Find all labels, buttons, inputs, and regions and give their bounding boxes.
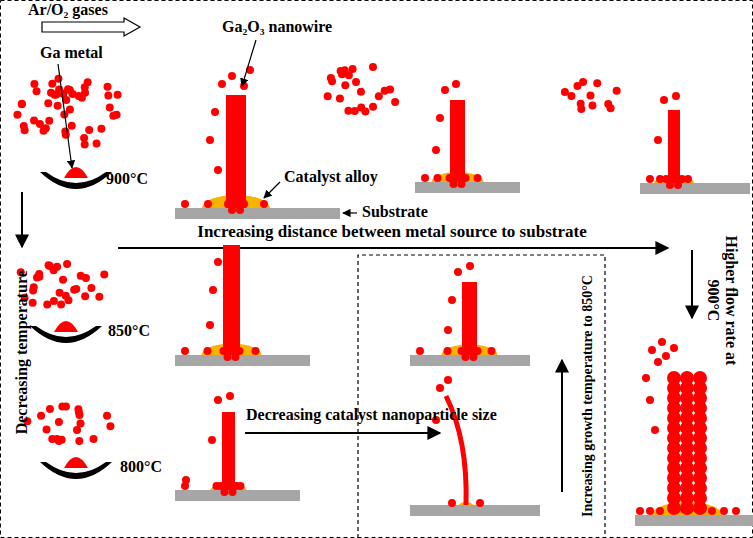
thick-nanowire (635, 371, 753, 526)
figure-label: 900°C (106, 170, 148, 188)
ga-atoms (421, 80, 482, 188)
ga-source-boat (40, 457, 112, 479)
ga-vapour-cloud (17, 260, 109, 309)
nanowire-on-substrate (175, 95, 340, 219)
figure-label: Decreasing catalyst nanoparticle size (246, 406, 497, 424)
ga-atoms (432, 376, 484, 507)
figure-label: 800°C (120, 458, 162, 476)
ga-atoms (416, 262, 496, 361)
temperature-arrow (21, 192, 23, 247)
flow-rate-arrow (691, 250, 693, 318)
ga-atoms (181, 251, 260, 361)
growth-temperature-arrow (561, 360, 563, 492)
leader-arrow (343, 212, 357, 213)
figure-label: Increasing distance between metal source… (197, 222, 586, 242)
figure-label: Catalyst alloy (284, 168, 378, 186)
gas-flow-arrow (42, 18, 140, 36)
figure-label: Substrate (362, 203, 428, 221)
figure-label: Higher flow rate at 900°C (704, 235, 741, 365)
ga-atoms (181, 66, 268, 214)
ga-source-boat (30, 321, 102, 343)
distance-arrow (118, 247, 668, 249)
nanowire-on-substrate (640, 110, 750, 194)
figure-label: Ar/O₂ gases (28, 1, 108, 19)
size-arrow (245, 432, 440, 434)
leader-arrow (58, 64, 72, 168)
ga-source-boat (40, 167, 112, 189)
ga-vapour-cloud (324, 63, 399, 115)
nanowire-on-substrate (175, 412, 300, 501)
figure-label: 850°C (108, 322, 150, 340)
figure-label: Ga metal (40, 44, 103, 62)
figure-label: Increasing growth temperature to 850°C (580, 275, 596, 517)
nanowire-on-substrate (410, 282, 530, 366)
ga-atoms (181, 392, 245, 496)
dashed-region (358, 255, 605, 538)
ga-vapour-cloud (561, 78, 621, 113)
ga-vapour-cloud (23, 402, 114, 444)
leader-arrow (242, 40, 256, 86)
nanowire-on-substrate (175, 245, 310, 366)
figure-label: Decreasing temperature (13, 270, 31, 434)
figure-label: Ga₂O₃ nanowire (222, 18, 332, 36)
ga-atoms (646, 92, 692, 189)
leader-arrow (264, 182, 280, 198)
nanowire-on-substrate (415, 100, 520, 193)
